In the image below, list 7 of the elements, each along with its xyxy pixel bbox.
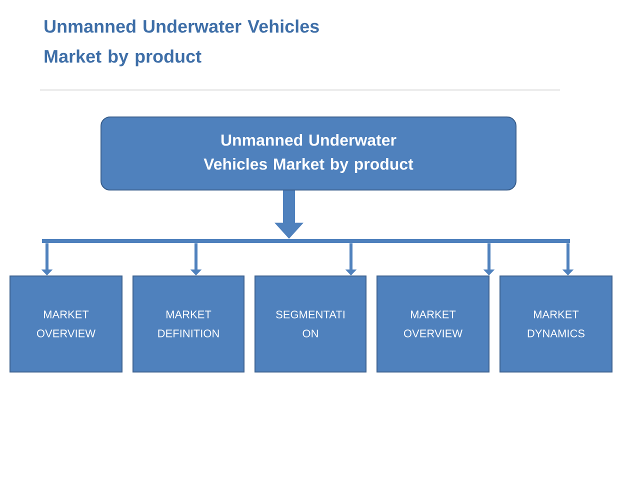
category-box: MARKET DEFINITION (132, 276, 244, 372)
title: Unmanned Underwater Vehicles Market by product (44, 20, 319, 66)
category-box: SEGMENTATI ON (254, 276, 366, 372)
category-box: MARKET OVERVIEW (376, 276, 490, 372)
category-box: MARKET DYNAMICS (500, 276, 612, 372)
title-box: Unmanned Underwater Vehicles Market by product (100, 116, 516, 190)
category-box: MARKET OVERVIEW (10, 276, 122, 372)
